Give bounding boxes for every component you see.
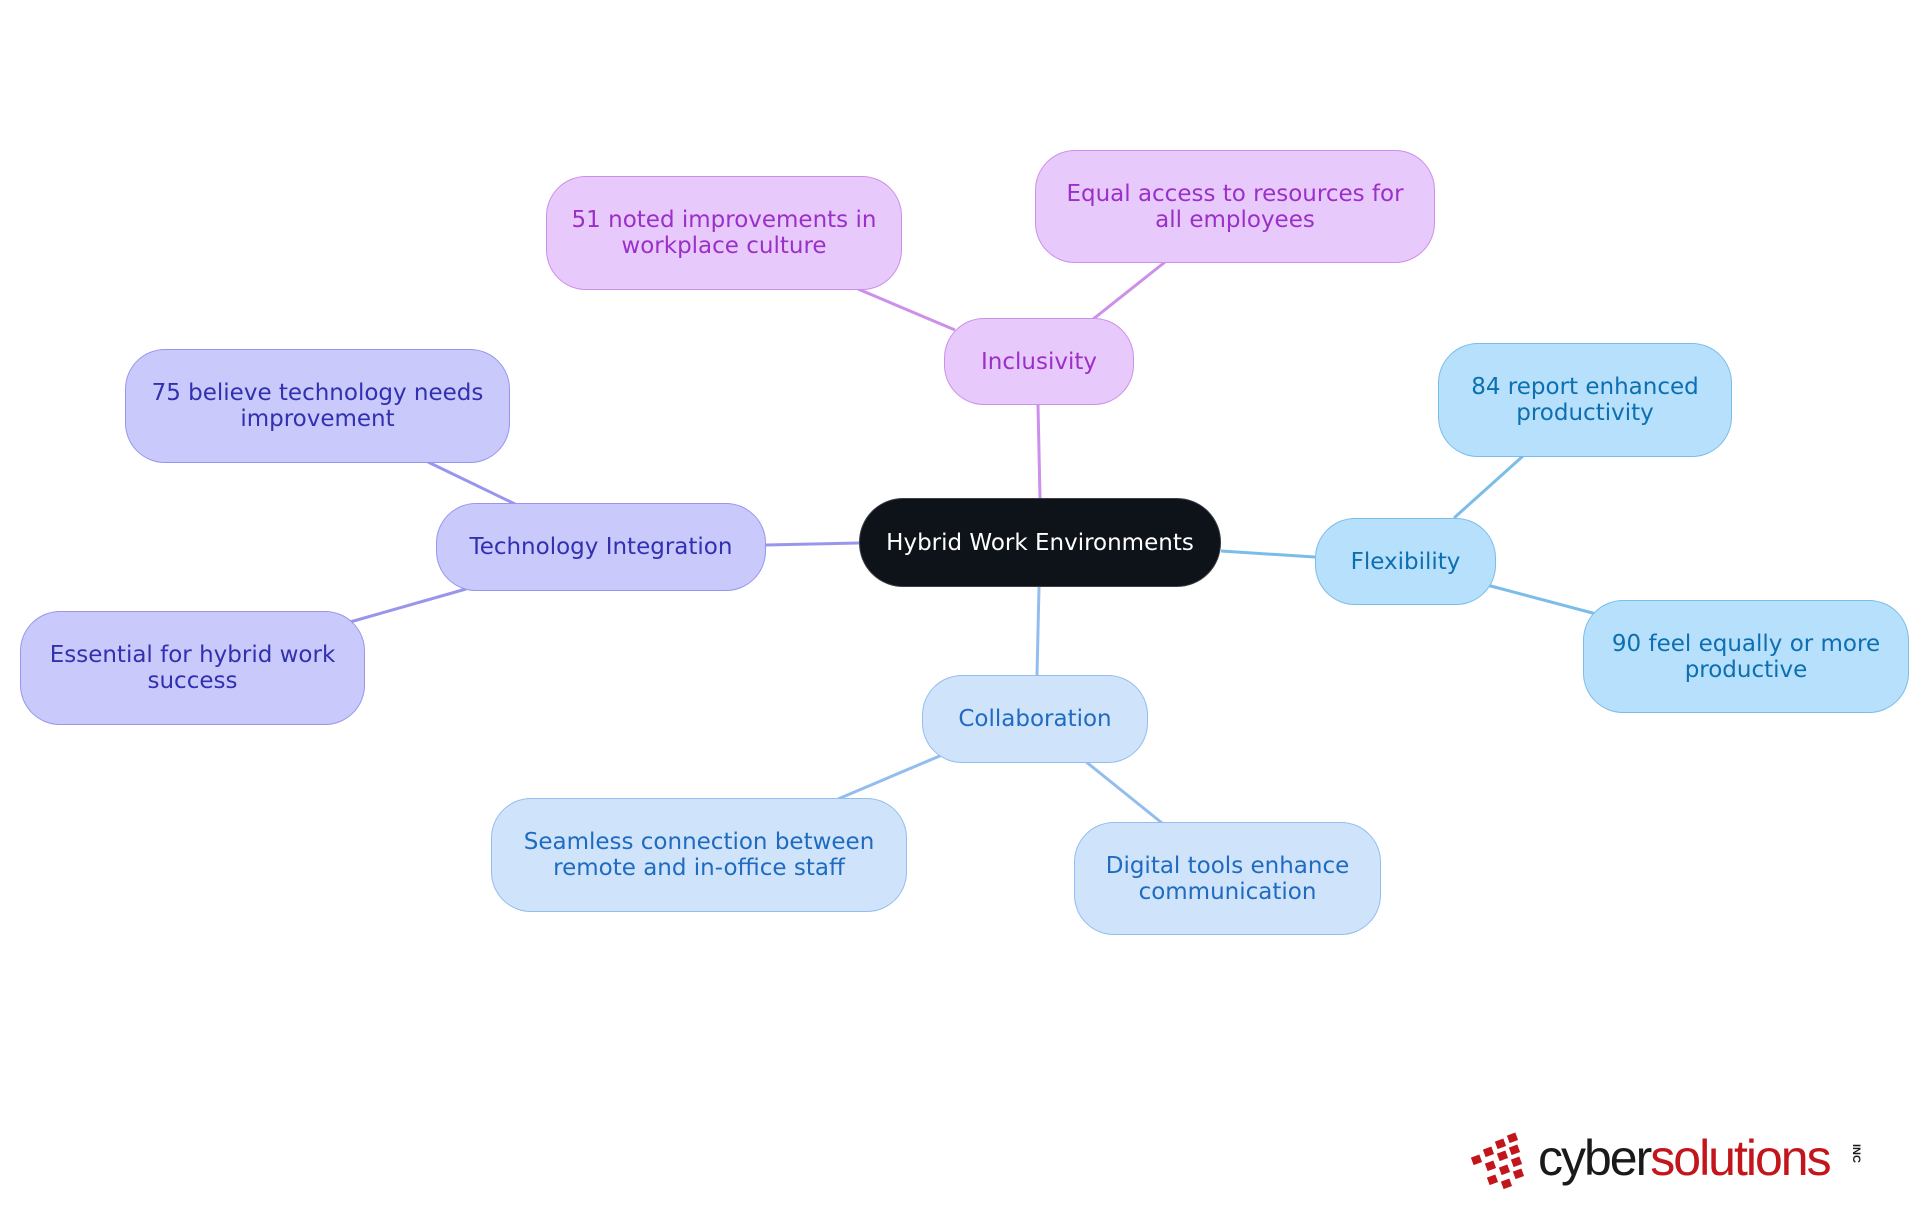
company-logo: cybersolutions INC <box>1468 1128 1868 1192</box>
leaf-line: all employees <box>1155 206 1315 233</box>
edge-collaboration-child-2 <box>1084 759 1163 825</box>
logo-mark-icon <box>1470 1132 1525 1190</box>
leaf-node-inclusivity-1[interactable]: 51 noted improvements in workplace cultu… <box>546 176 902 290</box>
branch-label: Inclusivity <box>981 348 1097 375</box>
branch-label: Flexibility <box>1350 548 1461 575</box>
edge-flexibility-child-2 <box>1486 583 1601 617</box>
edge-inclusivity-child-2 <box>1091 260 1166 322</box>
leaf-node-collaboration-1[interactable]: Seamless connection between remote and i… <box>491 798 907 912</box>
leaf-node-technology-1[interactable]: 75 believe technology needs improvement <box>125 349 510 463</box>
branch-node-collaboration[interactable]: Collaboration <box>922 675 1148 763</box>
logo-text-solutions: solutions <box>1650 1130 1831 1186</box>
leaf-line: Digital tools enhance <box>1105 852 1350 879</box>
leaf-line: improvement <box>240 406 395 432</box>
edge-root-technology <box>765 541 860 547</box>
leaf-text: Digital tools enhance communication <box>1106 853 1350 905</box>
leaf-node-collaboration-2[interactable]: Digital tools enhance communication <box>1074 822 1381 935</box>
leaf-line: 84 report enhanced <box>1471 374 1699 400</box>
leaf-text: 75 believe technology needs improvement <box>152 380 484 432</box>
leaf-line: communication <box>1138 878 1317 905</box>
leaf-text: Equal access to resources for all employ… <box>1066 181 1403 233</box>
edge-flexibility-child-1 <box>1452 454 1525 520</box>
leaf-line: Equal access to resources for <box>1066 180 1404 207</box>
leaf-text: 90 feel equally or more productive <box>1612 631 1880 683</box>
edge-root-flexibility <box>1220 549 1316 559</box>
leaf-line: Seamless connection between <box>523 829 875 855</box>
branch-node-flexibility[interactable]: Flexibility <box>1315 518 1496 605</box>
leaf-line: 51 noted improvements in <box>571 207 877 233</box>
edge-root-collaboration <box>1035 586 1041 676</box>
logo-text-inc: INC <box>1850 1144 1862 1163</box>
leaf-node-technology-2[interactable]: Essential for hybrid work success <box>20 611 365 725</box>
leaf-node-flexibility-1[interactable]: 84 report enhanced productivity <box>1438 343 1732 457</box>
leaf-text: 51 noted improvements in workplace cultu… <box>572 207 877 259</box>
edge-technology-child-2 <box>349 587 467 624</box>
logo-wordmark: cybersolutions <box>1538 1130 1832 1186</box>
leaf-line: Essential for hybrid work <box>49 642 336 668</box>
leaf-text: Seamless connection between remote and i… <box>524 829 875 881</box>
branch-label: Collaboration <box>958 706 1112 732</box>
edge-root-inclusivity <box>1036 404 1042 499</box>
branch-node-technology-integration[interactable]: Technology Integration <box>436 503 766 591</box>
leaf-text: Essential for hybrid work success <box>50 642 336 694</box>
leaf-line: 75 believe technology needs <box>151 380 484 406</box>
leaf-line: 90 feel equally or more <box>1611 630 1881 657</box>
branch-node-inclusivity[interactable]: Inclusivity <box>944 318 1134 405</box>
leaf-line: productivity <box>1516 400 1654 426</box>
leaf-line: workplace culture <box>621 233 827 259</box>
leaf-text: 84 report enhanced productivity <box>1471 374 1699 426</box>
edge-technology-child-1 <box>427 460 516 506</box>
leaf-node-flexibility-2[interactable]: 90 feel equally or more productive <box>1583 600 1909 713</box>
leaf-line: productive <box>1684 656 1808 683</box>
leaf-node-inclusivity-2[interactable]: Equal access to resources for all employ… <box>1035 150 1435 263</box>
root-label: Hybrid Work Environments <box>886 529 1194 556</box>
leaf-line: remote and in-office staff <box>553 855 845 881</box>
edge-collaboration-child-1 <box>837 753 943 801</box>
leaf-line: success <box>147 668 238 694</box>
branch-label: Technology Integration <box>469 534 733 560</box>
root-node[interactable]: Hybrid Work Environments <box>859 498 1221 587</box>
logo-text-cyber: cyber <box>1538 1130 1652 1186</box>
edge-inclusivity-child-1 <box>857 287 956 332</box>
